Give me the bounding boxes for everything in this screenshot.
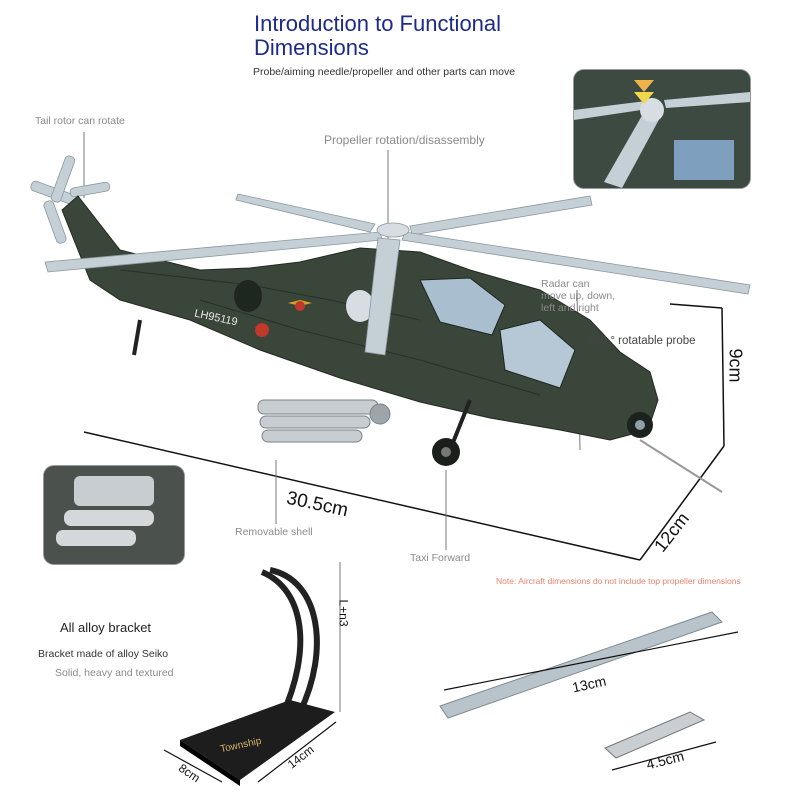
display-stand: [163, 567, 337, 786]
radar-line-1: Radar can: [541, 278, 590, 290]
radar-line-2: move up, down,: [541, 290, 616, 302]
rotor-closeup-inset: [574, 70, 750, 188]
callout-radar: Radar can move up, down, left and right: [541, 278, 615, 314]
weapon-pods: [257, 399, 391, 443]
callout-taxi: Taxi Forward: [410, 552, 471, 564]
helicopter-body: [61, 195, 723, 493]
spare-missile: [604, 711, 717, 771]
callout-propeller: Propeller rotation/disassembly: [324, 133, 485, 147]
page-subtitle: Probe/aiming needle/propeller and other …: [253, 66, 516, 78]
dimension-note: Note: Aircraft dimensions do not include…: [496, 576, 741, 586]
dim-height: 9cm: [725, 348, 746, 383]
shell-closeup-inset: [44, 466, 184, 564]
bracket-line-2: Solid, heavy and textured: [55, 667, 174, 679]
bracket-heading: All alloy bracket: [60, 620, 152, 635]
callout-tail-rotor: Tail rotor can rotate: [35, 115, 125, 127]
bracket-line-1: Bracket made of alloy Seiko: [38, 648, 169, 660]
spare-blade: [439, 611, 739, 719]
dim-bracket-height: L+n3: [336, 599, 351, 627]
radar-line-3: left and right: [541, 302, 599, 314]
dimension-lines: [83, 303, 725, 561]
main-rotor: [44, 193, 751, 356]
page-title: Introduction to Functional Dimensions: [254, 11, 502, 60]
tail-rotor: [30, 155, 111, 244]
callout-probe: 360 ° rotatable probe: [588, 335, 696, 347]
callout-shell: Removable shell: [235, 526, 313, 538]
